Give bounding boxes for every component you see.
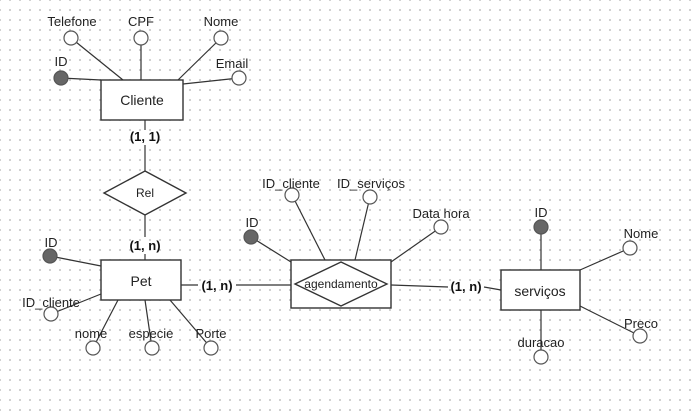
cardinality-pet-rel: (1, n) [129,238,160,253]
attribute-label: ID [246,215,259,230]
attribute-servicos-preco[interactable]: Preco [624,316,658,344]
attribute-cliente-email[interactable]: Email [216,56,249,86]
attribute-circle [203,340,219,356]
relationship-label: agendamento [304,277,378,291]
attribute-cliente-nome[interactable]: Nome [204,14,239,46]
attribute-pet-nome[interactable]: nome [75,326,108,356]
attribute-circle [533,349,549,365]
relationship-rel[interactable]: Rel [102,170,188,216]
attribute-cliente-cpf[interactable]: CPF [128,14,154,46]
attribute-circle [213,30,229,46]
attribute-label: ID [535,205,548,220]
attribute-label: Porte [195,326,226,341]
entity-pet[interactable]: Pet [100,259,182,301]
attribute-cliente-id[interactable]: ID [53,54,69,86]
attribute-label: ID [55,54,68,69]
attribute-label: Email [216,56,249,71]
attribute-label: Nome [624,226,659,241]
attribute-circle [85,340,101,356]
key-attribute-circle [53,70,69,86]
attribute-circle [362,189,378,205]
attribute-agendamento-id[interactable]: ID [243,215,259,245]
attribute-label: nome [75,326,108,341]
relationship-label: Rel [136,186,154,200]
attribute-circle [133,30,149,46]
cardinality-servicos-agendamento: (1, n) [450,279,481,294]
attribute-circle [144,340,160,356]
cardinality-cliente-rel: (1, 1) [130,129,160,144]
attribute-label: ID [45,235,58,250]
entity-label: serviços [514,283,565,299]
attribute-label: Data hora [412,206,470,221]
attribute-label: Preco [624,316,658,331]
attribute-label: especie [129,326,174,341]
attribute-circle [43,306,59,322]
attribute-agendamento-data-hora[interactable]: Data hora [412,206,470,235]
attribute-circle [284,187,300,203]
attribute-label: ID_cliente [22,295,80,310]
entity-label: Cliente [120,92,164,108]
attribute-circle [632,328,648,344]
connector-lines [49,37,641,357]
attribute-cliente-telefone[interactable]: Telefone [47,14,97,46]
attribute-label: CPF [128,14,154,29]
attribute-servicos-nome[interactable]: Nome [622,226,659,256]
attribute-pet-especie[interactable]: especie [129,326,174,356]
attribute-label: ID_serviços [337,176,405,191]
entity-servicos[interactable]: serviços [500,269,581,311]
attribute-pet-id-cliente[interactable]: ID_cliente [22,295,80,322]
attribute-label: Telefone [47,14,96,29]
attribute-circle [63,30,79,46]
attribute-label: duracao [518,335,565,350]
attribute-circle [231,70,247,86]
attribute-agendamento-id-cliente[interactable]: ID_cliente [262,176,320,203]
attribute-circle [433,219,449,235]
key-attribute-circle [533,219,549,235]
attribute-label: ID_cliente [262,176,320,191]
entity-agendamento[interactable]: agendamento [290,259,392,309]
entity-cliente[interactable]: Cliente [100,79,184,121]
attribute-pet-id[interactable]: ID [42,235,58,264]
attribute-pet-porte[interactable]: Porte [195,326,227,356]
key-attribute-circle [42,248,58,264]
cardinality-pet-agendamento: (1, n) [201,278,232,293]
key-attribute-circle [243,229,259,245]
entity-label: Pet [130,273,151,289]
attribute-servicos-duracao[interactable]: duracao [518,335,565,365]
attribute-circle [622,240,638,256]
attribute-agendamento-id-servicos[interactable]: ID_serviços [337,176,405,205]
attribute-label: Nome [204,14,239,29]
attribute-servicos-id[interactable]: ID [533,205,549,235]
